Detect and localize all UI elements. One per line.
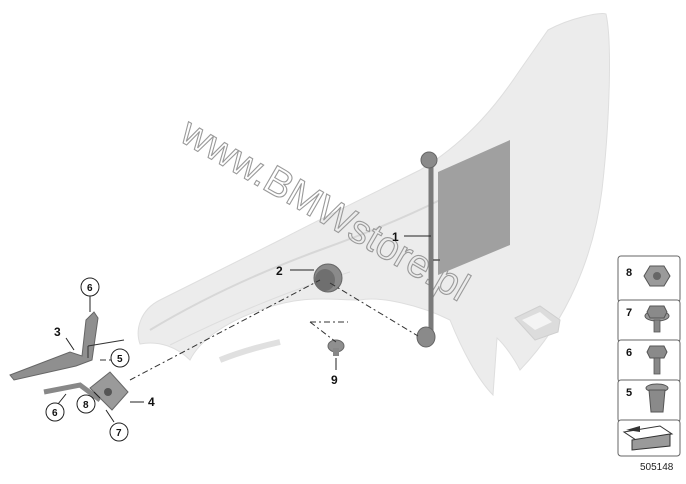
legend-num-5: 5 [626, 387, 632, 399]
legend-num-8: 8 [626, 267, 632, 279]
fender [137, 13, 610, 397]
svg-text:5: 5 [117, 354, 123, 365]
circle-label-7: 7 [109, 422, 129, 442]
sleeve-nut-icon [645, 383, 669, 413]
grommet [313, 263, 343, 293]
direction-arrow-icon [622, 425, 674, 451]
svg-text:7: 7 [116, 428, 122, 439]
antenna-plate [438, 140, 510, 275]
label-part-3: 3 [54, 325, 61, 339]
holder-plate [89, 371, 129, 411]
legend-num-7: 7 [626, 307, 632, 319]
flange-nut-icon [643, 265, 671, 287]
label-part-4: 4 [148, 395, 155, 409]
antenna-rod [416, 151, 440, 348]
hex-bolt-icon [646, 345, 668, 375]
label-part-1: 1 [392, 230, 399, 244]
circle-label-8: 8 [76, 394, 96, 414]
bracket-5-guide [87, 339, 125, 358]
svg-text:6: 6 [52, 408, 58, 419]
label-part-9: 9 [331, 373, 338, 387]
svg-text:6: 6 [87, 283, 93, 294]
label-part-2: 2 [276, 264, 283, 278]
svg-text:8: 8 [83, 400, 89, 411]
clip [327, 339, 345, 356]
legend-num-6: 6 [626, 347, 632, 359]
bracket [9, 311, 102, 402]
hex-bolt-washer-icon [644, 305, 670, 333]
circle-label-5: 5 [110, 348, 130, 368]
leader-lines [57, 235, 431, 423]
circle-label-6-top: 6 [80, 277, 100, 297]
fastener-legend: 8 7 6 5 [617, 255, 681, 457]
circle-label-6-bottom: 6 [45, 402, 65, 422]
diagram-code: 505148 [640, 462, 674, 473]
